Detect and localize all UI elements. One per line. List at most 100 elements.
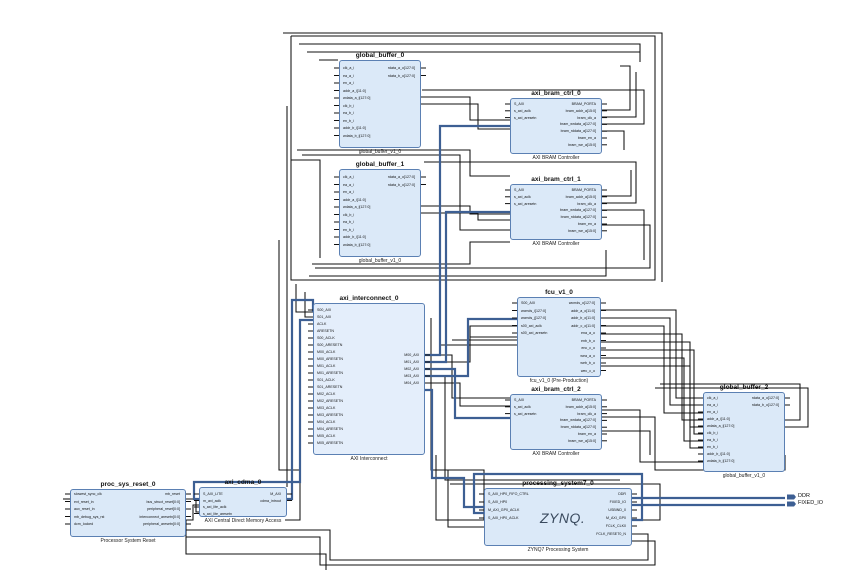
wire-net[interactable] (439, 300, 517, 346)
block-title[interactable]: axi_bram_ctrl_2 (531, 386, 581, 393)
pin-label: USBIND_0 (608, 508, 626, 512)
wire-net[interactable] (601, 317, 703, 406)
wire-net[interactable] (601, 309, 703, 399)
wire-net[interactable] (602, 130, 625, 150)
wire-net[interactable] (304, 292, 313, 318)
block-gb2[interactable] (703, 392, 785, 472)
wire-net[interactable] (186, 504, 199, 521)
wire-net[interactable] (422, 89, 645, 125)
wire-net[interactable] (601, 333, 703, 421)
pin-label: rdata_b_o[127:0] (751, 403, 779, 407)
block-title[interactable]: axi_bram_ctrl_1 (531, 176, 581, 183)
block-fcu[interactable] (517, 297, 601, 377)
wire-net[interactable] (602, 416, 786, 471)
wire-net[interactable] (447, 470, 484, 528)
pin-label: M04_ARESETN (317, 427, 343, 431)
pin-label: M03_AXI (404, 374, 419, 378)
block-bram2[interactable] (510, 394, 602, 450)
pin-label: ena_a_o (581, 331, 595, 335)
wire-net[interactable] (297, 149, 510, 177)
pin-label: en_a_i (343, 81, 354, 85)
wire-net[interactable] (309, 250, 607, 277)
bus-net[interactable] (192, 318, 313, 501)
wire-net[interactable] (435, 455, 484, 521)
wire-net[interactable] (601, 365, 703, 449)
pin-label: s_axi_aclk (514, 404, 531, 409)
external-port-fixed-io[interactable] (787, 501, 796, 507)
pin-label: peripheral_aresetn[0:0] (143, 522, 180, 526)
wire-net[interactable] (283, 32, 663, 282)
block-bram0[interactable] (510, 98, 602, 154)
wire-net[interactable] (660, 383, 801, 421)
block-ps7[interactable] (484, 488, 632, 546)
bus-net[interactable] (425, 367, 510, 420)
wire-net[interactable] (425, 325, 517, 363)
zynq-logo: ZYNQ. (540, 510, 586, 526)
block-title[interactable]: fcu_v1_0 (545, 289, 573, 296)
wire-net[interactable] (425, 382, 510, 407)
block-psr[interactable] (70, 489, 186, 537)
wire-net[interactable] (602, 170, 632, 197)
pin-label: M01_ACLK (317, 364, 336, 368)
block-title[interactable]: axi_interconnect_0 (339, 295, 399, 302)
block-ic[interactable] (313, 303, 425, 455)
pin-label: S_AXI (514, 188, 525, 192)
block-title[interactable]: global_buffer_1 (355, 161, 405, 168)
bus-net[interactable] (425, 388, 484, 509)
wire-net[interactable] (312, 241, 510, 265)
wire-net[interactable] (602, 409, 703, 463)
wire-net[interactable] (186, 529, 649, 561)
wire-net[interactable] (315, 224, 651, 269)
pin-label: s_axi_aclk (514, 194, 531, 199)
wire-net[interactable] (469, 326, 517, 338)
wire-net[interactable] (602, 209, 645, 260)
wire-net[interactable] (421, 205, 510, 215)
external-port-ddr[interactable] (787, 494, 796, 500)
pin-label: M00_ARESETN (317, 357, 343, 361)
pin-label: slowest_sync_clk (74, 492, 102, 496)
wire-net[interactable] (421, 103, 510, 130)
block-title[interactable]: axi_cdma_0 (224, 479, 262, 486)
block-title[interactable]: axi_bram_ctrl_0 (531, 90, 581, 97)
bus-net[interactable] (425, 124, 510, 357)
pin-label: ACLK (317, 322, 327, 326)
wire-net[interactable] (299, 43, 641, 62)
external-port-label: DDR (798, 493, 810, 499)
bus-net[interactable] (425, 210, 510, 364)
wire-net[interactable] (295, 284, 313, 313)
wire-net[interactable] (602, 72, 637, 118)
wire-net[interactable] (278, 240, 301, 521)
block-title[interactable]: processing_system7_0 (522, 480, 594, 487)
wire-net[interactable] (421, 96, 510, 121)
block-gb0[interactable] (339, 60, 421, 148)
wire-net[interactable] (601, 349, 703, 435)
block-cdma[interactable] (199, 487, 287, 517)
bus-net[interactable] (472, 472, 644, 522)
pin-label: M05_ARESETN (317, 441, 343, 445)
pin-label: en_b_i (343, 118, 354, 123)
wire-net[interactable] (655, 387, 809, 428)
block-gb1[interactable] (339, 169, 421, 257)
wire-net[interactable] (424, 161, 637, 204)
pin-label: M03_ACLK (317, 406, 336, 410)
pin-label: bram_addr_a[15:0] (565, 108, 596, 113)
block-title[interactable]: global_buffer_2 (719, 384, 769, 391)
wire-net[interactable] (602, 65, 631, 111)
wire-net[interactable] (291, 159, 321, 258)
block-title[interactable]: proc_sys_reset_0 (100, 481, 156, 488)
wire-net[interactable] (602, 430, 651, 455)
wire-net[interactable] (186, 536, 656, 566)
bus-net[interactable] (425, 317, 517, 378)
block-title[interactable]: global_buffer_0 (355, 52, 405, 59)
wire-net[interactable] (601, 325, 703, 414)
wire-net[interactable] (290, 35, 656, 281)
pin-label: S_AXI (514, 102, 525, 106)
wire-net[interactable] (185, 520, 327, 570)
wire-net[interactable] (450, 483, 661, 521)
pin-label: ea_b_i (343, 111, 354, 115)
block-bram1[interactable] (510, 184, 602, 240)
pin-label: wcmds_i[127:0] (521, 308, 546, 313)
wire-net[interactable] (601, 357, 703, 442)
pin-label: M05_ACLK (317, 434, 336, 438)
